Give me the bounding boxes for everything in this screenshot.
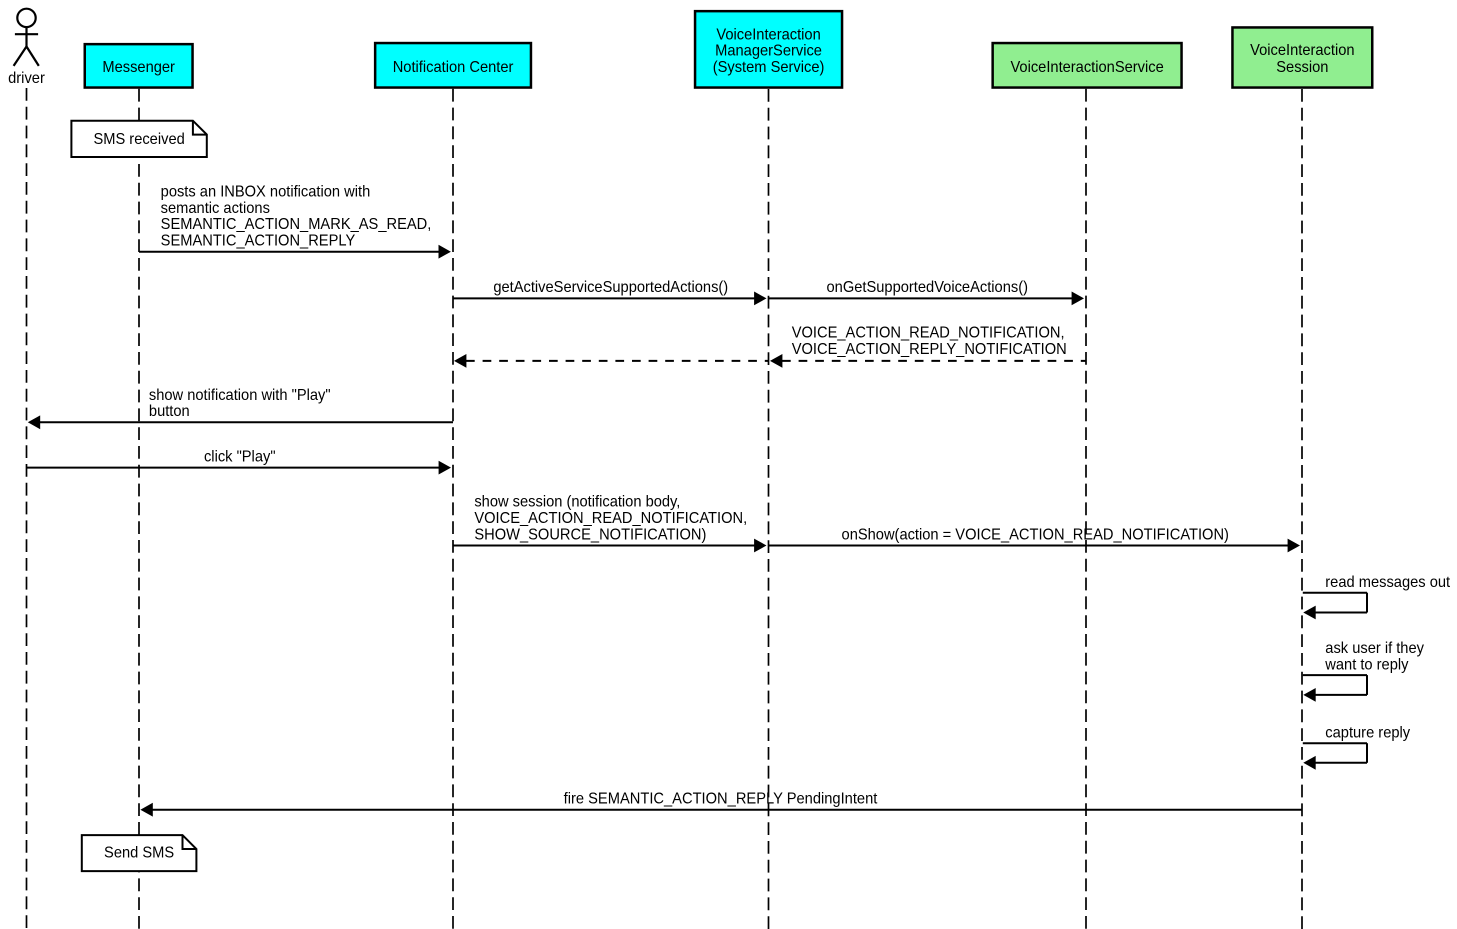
svg-text:capture reply: capture reply	[1325, 725, 1410, 742]
svg-text:show notification with "Play": show notification with "Play"	[149, 387, 331, 404]
svg-text:Notification Center: Notification Center	[393, 59, 514, 76]
svg-text:SMS received: SMS received	[93, 131, 184, 148]
svg-text:onShow(action = VOICE_ACTION_R: onShow(action = VOICE_ACTION_READ_NOTIFI…	[842, 526, 1229, 543]
svg-text:SEMANTIC_ACTION_MARK_AS_READ,: SEMANTIC_ACTION_MARK_AS_READ,	[161, 216, 432, 233]
svg-text:ManagerService: ManagerService	[715, 43, 822, 60]
svg-text:getActiveServiceSupportedActio: getActiveServiceSupportedActions()	[493, 279, 728, 296]
svg-text:VoiceInteraction: VoiceInteraction	[716, 26, 820, 43]
svg-text:ask user if they: ask user if they	[1325, 640, 1424, 657]
svg-text:read messages out: read messages out	[1325, 574, 1450, 591]
svg-text:click "Play": click "Play"	[204, 448, 276, 465]
svg-text:fire SEMANTIC_ACTION_REPLY Pen: fire SEMANTIC_ACTION_REPLY PendingIntent	[564, 791, 878, 808]
svg-text:posts an INBOX notification wi: posts an INBOX notification with	[161, 184, 371, 201]
svg-text:show session (notification bod: show session (notification body,	[474, 494, 680, 511]
svg-text:driver: driver	[8, 70, 45, 87]
svg-text:VOICE_ACTION_REPLY_NOTIFICATIO: VOICE_ACTION_REPLY_NOTIFICATION	[792, 341, 1067, 358]
svg-text:VoiceInteractionService: VoiceInteractionService	[1010, 59, 1163, 76]
svg-text:SHOW_SOURCE_NOTIFICATION): SHOW_SOURCE_NOTIFICATION)	[474, 526, 706, 543]
svg-text:button: button	[149, 403, 190, 420]
svg-text:Session: Session	[1276, 59, 1328, 76]
svg-text:onGetSupportedVoiceActions(): onGetSupportedVoiceActions()	[827, 279, 1028, 296]
svg-text:Messenger: Messenger	[102, 59, 175, 76]
svg-text:Send SMS: Send SMS	[104, 845, 174, 862]
svg-text:VOICE_ACTION_READ_NOTIFICATION: VOICE_ACTION_READ_NOTIFICATION,	[474, 510, 747, 527]
svg-text:VoiceInteraction: VoiceInteraction	[1250, 42, 1354, 59]
svg-text:semantic actions: semantic actions	[161, 200, 270, 217]
svg-text:(System Service): (System Service)	[713, 59, 825, 76]
svg-text:want to reply: want to reply	[1324, 657, 1408, 674]
svg-text:SEMANTIC_ACTION_REPLY: SEMANTIC_ACTION_REPLY	[161, 233, 356, 250]
svg-text:VOICE_ACTION_READ_NOTIFICATION: VOICE_ACTION_READ_NOTIFICATION,	[792, 325, 1065, 342]
